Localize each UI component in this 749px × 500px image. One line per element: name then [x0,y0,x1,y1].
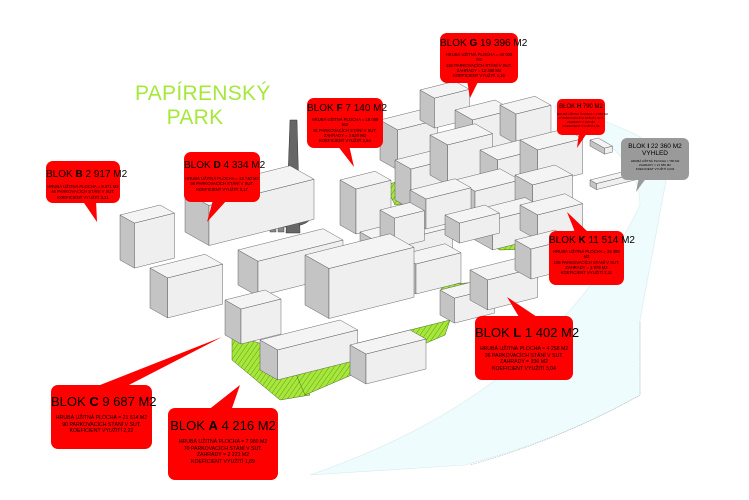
callout-line: HRUBÁ UŽITNÁ PLOCHA = 21 514 M2 [55,415,148,421]
callout-line: HRUBÁ UŽITNÁ PLOCHA = 780 M2 [630,159,680,163]
callout-blok-k[interactable]: BLOK K 11 514 M2 HRUBÁ UŽITNÁ PLOCHA = 2… [549,231,635,285]
building [259,319,359,381]
callout-line: M2 [583,254,590,260]
callout-line: 17 PARKOVACÍCH STÁNÍ V SUT. [558,115,604,120]
callout-line: ZAHRADY = 336 M2 [500,359,548,366]
callout-line: M2 [342,122,348,128]
callout-blok-i-heading: BLOK I 22 360 M2 [628,143,682,150]
callout-line: KOEFICIENT VYUŽITÍ 3,04 [492,365,556,372]
callout-line: 81 PARKOVACÍCH STÁNÍ V SUT. [313,127,377,133]
building [444,204,500,244]
callout-line: KOEFICIENT VYUŽITÍ 2,22 [69,428,134,435]
callout-tail-k [567,212,588,232]
callout-blok-b[interactable]: BLOK B 2 917 M2 HRUBÁ UŽITNÁ PLOCHA = 9 … [46,161,128,203]
building [589,137,613,155]
building [519,193,584,241]
callout-line: ZAHRADY = 2 979 M2 [565,264,608,270]
callout-tail-l [507,297,537,317]
callout-line: HRUBÁ UŽITNÁ PLOCHA = 7 980 M2 [178,439,268,445]
callout-blok-h-heading: BLOK H 790 M2 [559,104,603,110]
callout-line: KOEFICIENT VYUŽITÍ 3,21 [57,194,109,200]
callout-blok-g-heading: BLOK G 19 396 M2 [440,38,528,49]
park-title-line-2: PARK [166,106,224,129]
callout-tail-b [82,200,97,222]
callout-line: HRUBÁ UŽITNÁ PLOCHA = 9 371 M2 [47,184,119,189]
callout-line: HRUBÁ UŽITNÁ PLOCHA = 40 000 [445,52,513,57]
callout-blok-k-heading: BLOK K 11 514 M2 [549,235,635,246]
callout-blok-a[interactable]: BLOK A 4 216 M2 HRUBÁ UŽITNÁ PLOCHA = 7 … [168,408,278,480]
callout-line: HRUBÁ UŽITNÁ PLOCHA = 24 380 [553,249,620,254]
building [149,254,224,319]
callout-line: ZAHRADY = 2 221 M2 [196,452,250,459]
callout-line: HRUBÁ UŽITNÁ PLOCHA = 3 584 M2 [557,112,609,116]
callout-line: KOEFICIENT VYUŽITÍ 2,54 [319,138,371,144]
callout-line: 36 PARKOVACÍCH STÁNÍ V SUT. [484,352,564,359]
building [119,204,175,269]
callout-line: ZAHRADY = 12 380 M2 [456,67,502,73]
callout-line: 152 PARKOVACÍCH STÁNÍ V SUT. [446,62,512,68]
callout-blok-l-heading: BLOK L 1 402 M2 [475,325,580,340]
callout-tail-c [95,337,222,387]
callout-line: KOEFICIENT VYUŽITÍ 1,89 [191,458,255,465]
callout-blok-i[interactable]: BLOK I 22 360 M2 VYHLED HRUBÁ UŽITNÁ PLO… [621,138,689,180]
callout-blok-f-heading: BLOK F 7 140 M2 [307,103,388,114]
callout-line: KOEFICIENT VYUŽITÍ 3,17 [196,186,248,192]
callout-blok-f[interactable]: BLOK F 7 140 M2 HRUBÁ UŽITNÁ PLOCHA = 16… [307,98,388,148]
callout-line: HRUBÁ UŽITNÁ PLOCHA = 4 258 M2 [479,346,569,352]
callout-line: 56 PARKOVACÍCH STÁNÍ V SUT. [190,181,254,187]
callout-line: 90 PARKOVACÍCH STÁNÍ V SUT. [62,421,141,428]
callout-line: KOEFICIENT VYUŽITÍ 0,034 [635,166,675,171]
callout-line: ZAHRADY = 21 580 M2 [639,162,671,167]
callout-blok-d[interactable]: BLOK D 4 334 M2 HRUBÁ UŽITNÁ PLOCHA = 13… [184,152,266,202]
callout-tail-f [337,145,354,167]
park-title-line-1: PAPÍRENSKÝ [135,82,271,105]
callout-blok-b-heading: BLOK B 2 917 M2 [46,169,128,180]
callout-line: KOEFICIENT VYUŽITÍ 2,16 [453,73,505,79]
callout-blok-h[interactable]: BLOK H 790 M2 HRUBÁ UŽITNÁ PLOCHA = 3 58… [557,99,609,135]
callout-line: 108 PARKOVACÍCH STÁNÍ V SUT. [553,259,620,265]
callout-tail-d [207,200,227,222]
riverbank-line [469,322,641,466]
callout-blok-c[interactable]: BLOK C 9 687 M2 HRUBÁ UŽITNÁ PLOCHA = 21… [51,385,157,449]
building [224,289,282,345]
callout-tail-a [207,385,240,411]
callout-line: KOEFICIENT VYUŽITÍ 2,11 [560,270,613,276]
callout-line: KOEFICIENT VYUŽITÍ 4,56 [562,123,600,128]
callout-tail-i [636,177,647,192]
callout-line: 70 PARKOVACÍCH STÁNÍ V SUT. [183,445,263,452]
callout-blok-i-subtitle: VYHLED [641,150,668,157]
callout-blok-d-heading: BLOK D 4 334 M2 [184,160,266,171]
buildings-group [119,81,637,385]
building [499,96,552,145]
callout-blok-c-heading: BLOK C 9 687 M2 [51,394,157,409]
callout-blok-l[interactable]: BLOK L 1 402 M2 HRUBÁ UŽITNÁ PLOCHA = 4 … [475,316,580,380]
callout-tail-g [467,80,479,98]
callout-tail-h [577,133,587,148]
callout-blok-g[interactable]: BLOK G 19 396 M2 HRUBÁ UŽITNÁ PLOCHA = 4… [440,33,528,83]
park-title: PAPÍRENSKÝ PARK [135,82,271,130]
callout-line: HRUBÁ UŽITNÁ PLOCHA = 13 740 M2 [185,176,259,181]
callout-line: ZAHRADY = 210 M2 [567,119,595,124]
building [304,233,415,319]
building [349,329,427,385]
callout-line: 46 PARKOVACÍCH STÁNÍ V SUT. [51,189,115,195]
callout-line: HRUBÁ UŽITNÁ PLOCHA = 16 059 [311,117,379,122]
callout-line: ZAHRADY = 3 820 M2 [323,132,367,138]
callout-blok-a-heading: BLOK A 4 216 M2 [170,418,276,433]
callout-line: M2 [476,57,482,63]
